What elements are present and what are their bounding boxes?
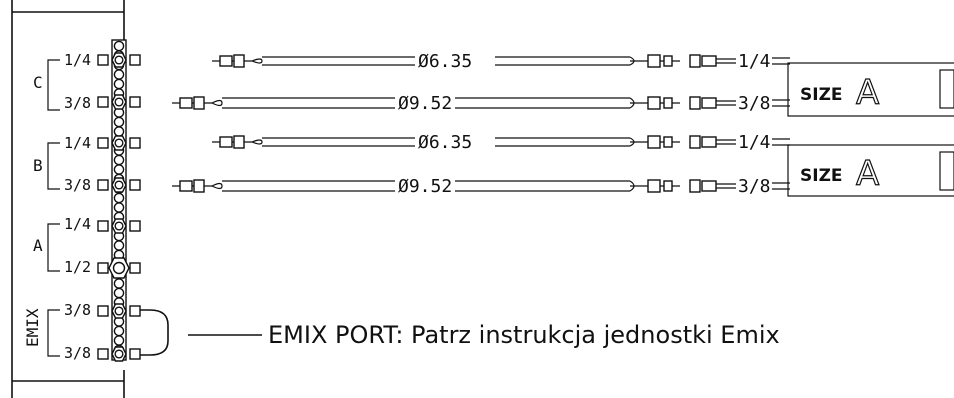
port-size-label: 1/4 bbox=[64, 215, 91, 233]
pipe-diameter: Ø9.52 bbox=[398, 93, 452, 114]
group-label: A bbox=[33, 236, 43, 255]
group-c: C 1/4 3/8 bbox=[33, 51, 91, 112]
flare-nut bbox=[689, 96, 736, 110]
emix-note: EMIX PORT: Patrz instrukcja jednostki Em… bbox=[268, 321, 780, 349]
valve-fitting bbox=[97, 177, 141, 193]
unit-frame bbox=[11, 0, 125, 398]
size-label: SIZE bbox=[800, 166, 843, 186]
group-label: C bbox=[33, 73, 43, 92]
port-size-label: 3/8 bbox=[64, 176, 91, 194]
pipe-size: 3/8 bbox=[738, 93, 771, 114]
size-box: SIZE A bbox=[787, 62, 954, 117]
pipe bbox=[212, 54, 680, 68]
size-box: SIZE A bbox=[787, 144, 954, 197]
flare-nut bbox=[689, 135, 736, 149]
flare-nut bbox=[689, 54, 736, 68]
port-size-label: 1/2 bbox=[64, 258, 91, 276]
port-size-label: 3/8 bbox=[64, 301, 91, 319]
valve-fitting bbox=[97, 52, 141, 68]
pipe-labels: Ø6.35 Ø9.52 Ø6.35 Ø9.52 1/4 3/8 1/4 3/8 bbox=[398, 51, 771, 197]
group-label: B bbox=[33, 156, 43, 175]
size-letter: A bbox=[856, 73, 879, 113]
pipe bbox=[172, 179, 680, 193]
pipe bbox=[212, 135, 680, 149]
pipe-size: 1/4 bbox=[738, 51, 771, 72]
pipe-size: 1/4 bbox=[738, 132, 771, 153]
group-a: A 1/4 1/2 bbox=[33, 215, 91, 276]
port-size-label: 3/8 bbox=[64, 94, 91, 112]
pipe-runs bbox=[172, 54, 736, 193]
port-size-label: 1/4 bbox=[64, 134, 91, 152]
size-ticks bbox=[772, 57, 790, 190]
size-letter: A bbox=[856, 154, 879, 194]
pipe-diameter: Ø9.52 bbox=[398, 176, 452, 197]
pipe bbox=[172, 96, 680, 110]
valve-fitting bbox=[97, 94, 141, 110]
port-size-label: 3/8 bbox=[64, 344, 91, 362]
pipe-diameter: Ø6.35 bbox=[418, 51, 472, 72]
group-emix: EMIX 3/8 3/8 EMIX PORT: Patrz instrukcja… bbox=[23, 301, 780, 362]
port-size-label: 1/4 bbox=[64, 51, 91, 69]
size-label: SIZE bbox=[800, 85, 843, 105]
valve-fitting bbox=[97, 257, 141, 279]
pipe-diameter: Ø6.35 bbox=[418, 132, 472, 153]
group-label: EMIX bbox=[23, 308, 42, 347]
valve-fitting bbox=[97, 346, 141, 362]
valve-fitting bbox=[97, 218, 141, 234]
emix-loop bbox=[130, 309, 169, 356]
port-fittings bbox=[97, 52, 141, 362]
flare-nut bbox=[689, 179, 736, 193]
pipe-size: 3/8 bbox=[738, 176, 771, 197]
valve-fitting bbox=[97, 303, 141, 319]
group-b: B 1/4 3/8 bbox=[33, 134, 91, 194]
valve-fitting bbox=[97, 135, 141, 151]
